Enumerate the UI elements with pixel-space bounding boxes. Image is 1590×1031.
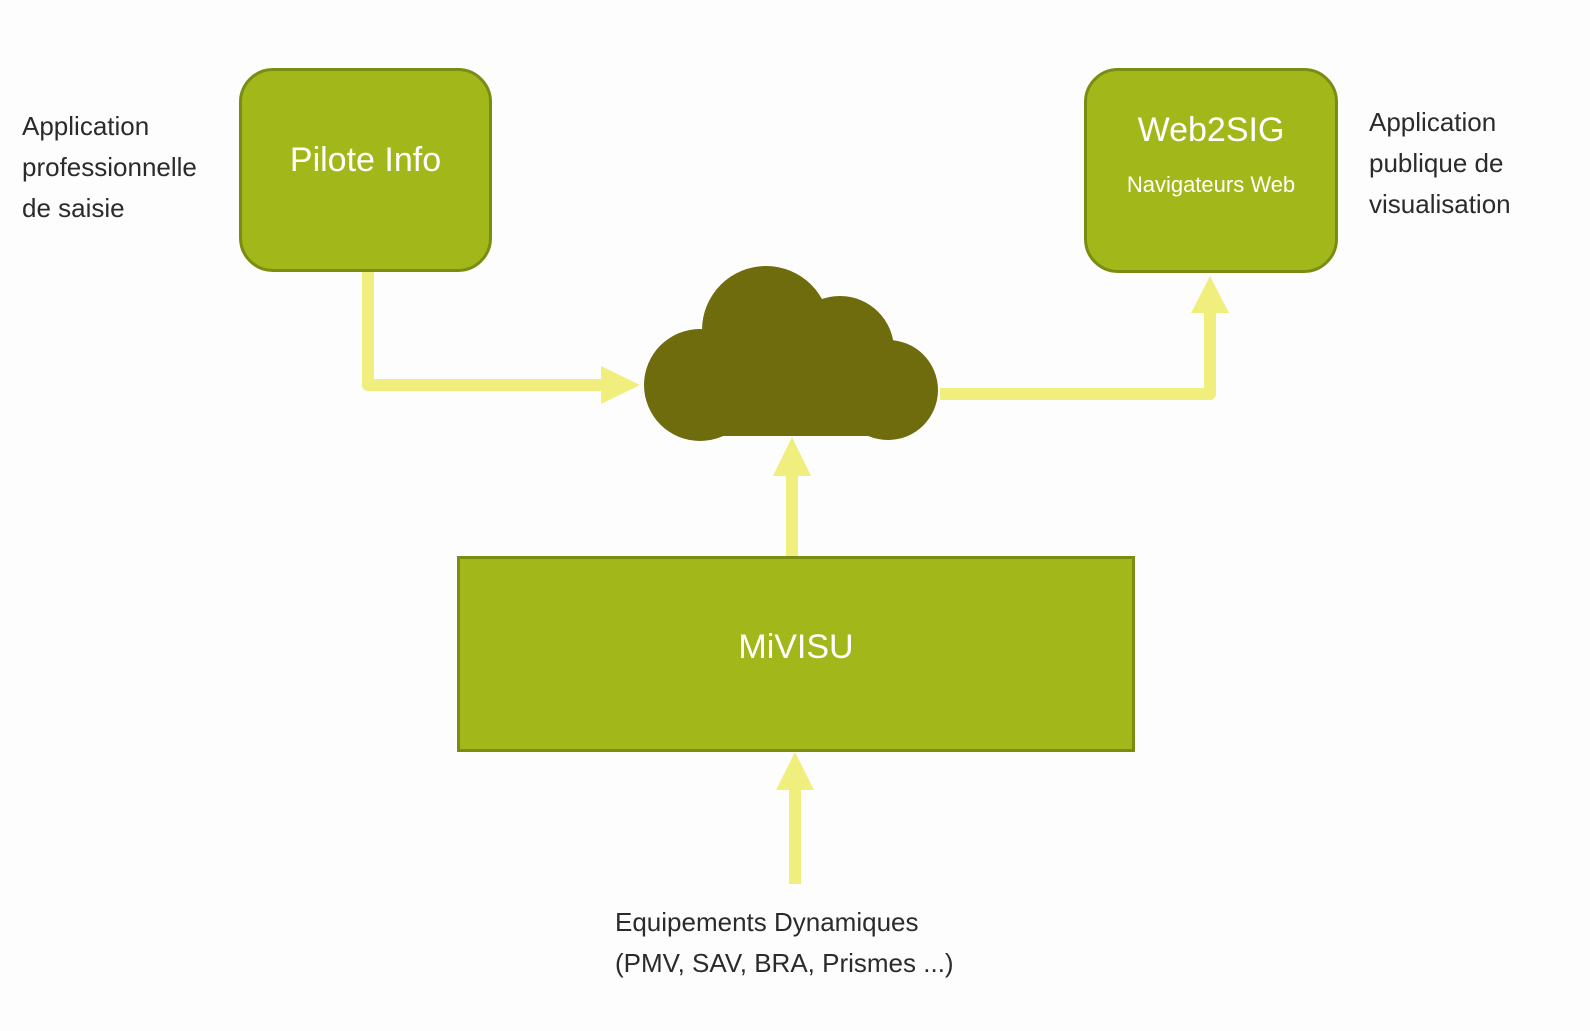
web2sig-title: Web2SIG [1137, 111, 1285, 149]
web2sig-node: Web2SIG Navigateurs Web [1084, 68, 1338, 273]
pilote-info-node: Pilote Info [239, 68, 492, 272]
arrow-equipements-to-mivisu [776, 752, 814, 884]
arrow-mivisu-to-cloud [773, 437, 811, 556]
web2sig-subtitle: Navigateurs Web [1126, 172, 1296, 197]
mivisu-title: MiVISU [738, 627, 854, 666]
arrow-cloud-to-web2sig [940, 276, 1229, 400]
arrow-pilote-to-cloud [362, 272, 640, 404]
cloud-icon [644, 266, 938, 441]
pilote-info-title: Pilote Info [289, 140, 442, 179]
label-professional-app: Application professionnelle de saisie [22, 111, 197, 223]
mivisu-node: MiVISU [457, 556, 1135, 752]
label-equipements: Equipements Dynamiques (PMV, SAV, BRA, P… [615, 907, 954, 978]
label-public-app: Application publique de visualisation [1369, 107, 1511, 219]
